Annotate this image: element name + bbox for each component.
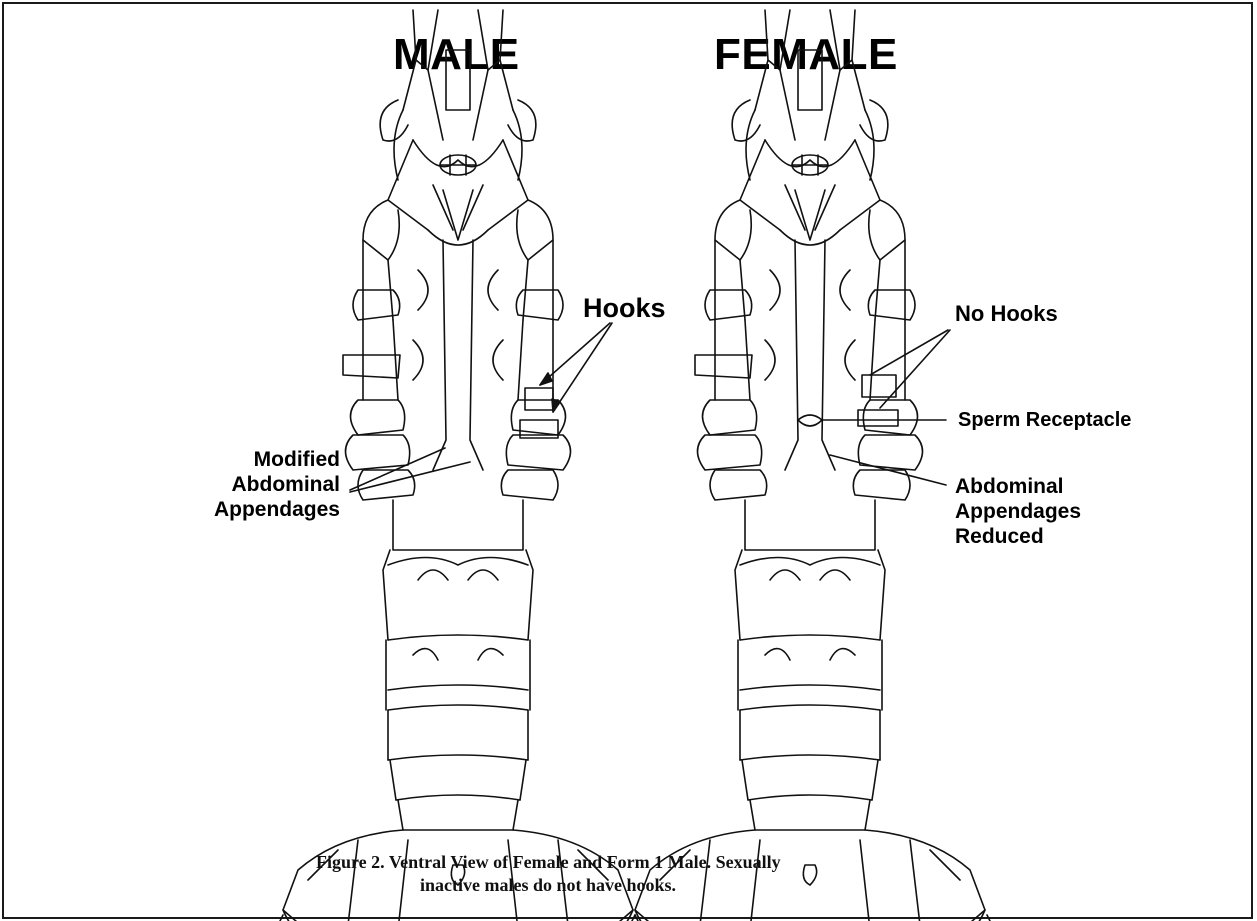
modified-appendages-pointer-2 <box>350 462 470 492</box>
reduced-appendages-pointer <box>830 455 946 485</box>
female-crayfish-drawing <box>630 10 992 921</box>
hooks-pointer-2 <box>553 323 612 412</box>
no-hooks-pointer-1 <box>870 330 948 375</box>
modified-label-line: Modified <box>160 447 340 472</box>
hooks-label: Hooks <box>583 292 666 324</box>
no-hooks-label: No Hooks <box>955 301 1058 327</box>
modified-abdominal-appendages-label: Modified Abdominal Appendages <box>160 447 340 523</box>
caption-line-2: inactive males do not have hooks. <box>300 875 1000 896</box>
modified-label-line: Appendages <box>160 497 340 522</box>
caption-line-1: Figure 2. Ventral View of Female and For… <box>300 852 1000 873</box>
female-plate-upper <box>862 375 896 397</box>
no-hooks-pointer-2 <box>880 330 950 408</box>
male-hook-upper <box>525 388 553 410</box>
hooks-pointer-1 <box>540 323 610 385</box>
hooks-arrowhead-2 <box>552 399 560 412</box>
sperm-receptacle-label: Sperm Receptacle <box>958 408 1131 432</box>
sperm-receptacle-shape <box>798 415 822 426</box>
reduced-label-line: Appendages <box>955 499 1081 524</box>
abdominal-appendages-reduced-label: Abdominal Appendages Reduced <box>955 474 1081 550</box>
hooks-arrowhead-1 <box>540 373 552 385</box>
figure-caption: Figure 2. Ventral View of Female and For… <box>300 852 1000 896</box>
modified-label-line: Abdominal <box>160 472 340 497</box>
reduced-label-line: Abdominal <box>955 474 1081 499</box>
reduced-label-line: Reduced <box>955 524 1081 549</box>
